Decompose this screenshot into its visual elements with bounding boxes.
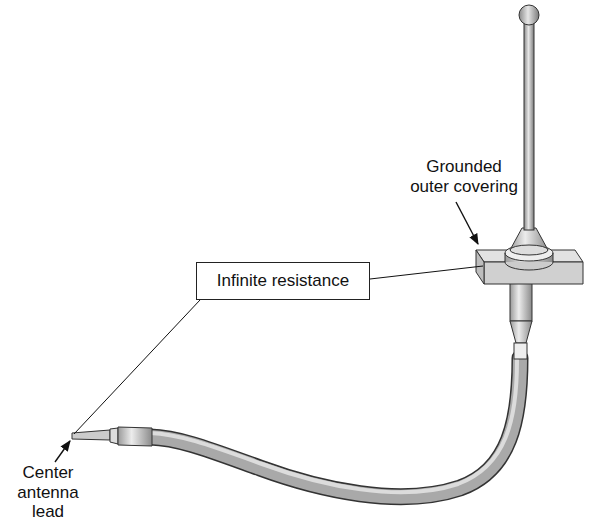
leader-line — [370, 266, 483, 279]
callout-arrow — [456, 202, 478, 244]
part-label: Grounded outer covering — [409, 157, 519, 196]
callout-text: Infinite resistance — [217, 271, 349, 291]
part-label: Center antenna lead — [3, 463, 93, 522]
callout-box: Infinite resistance — [196, 262, 370, 300]
antenna-base-connector — [510, 283, 532, 359]
callout-arrow — [55, 441, 70, 462]
leader-line — [74, 300, 200, 434]
antenna-base — [505, 228, 553, 270]
coax-cable — [150, 358, 520, 497]
antenna-rod — [519, 5, 539, 230]
cable-connector — [72, 427, 152, 446]
